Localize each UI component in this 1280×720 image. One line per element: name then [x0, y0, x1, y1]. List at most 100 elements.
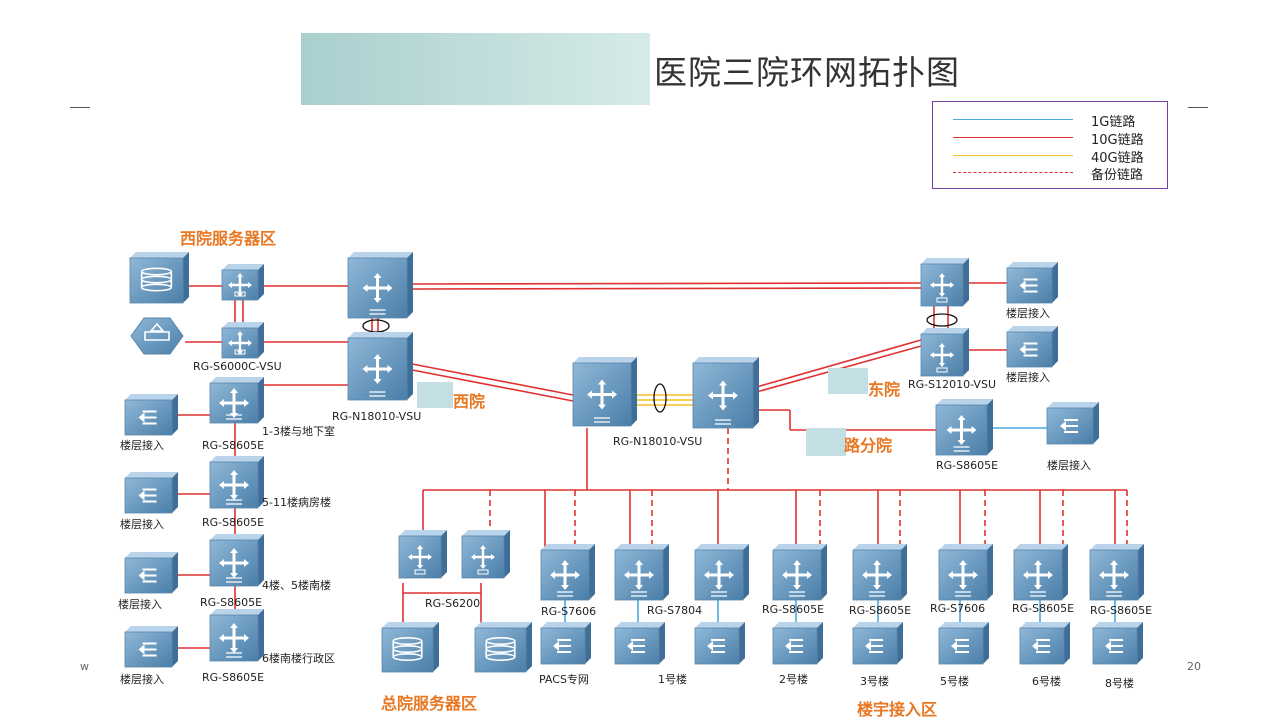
label-building-switch-2: RG-S7804 — [647, 604, 703, 617]
building-access-4 — [852, 622, 903, 665]
west-access-switch-2 — [209, 456, 264, 509]
label-building-switch-5: RG-S7606 — [930, 602, 986, 615]
blurred-label-west — [417, 382, 453, 408]
label-building-2: 1号楼 — [658, 673, 687, 686]
label-west-floor-access-4: 楼层接入 — [120, 673, 164, 686]
zone-branch: 路分院 — [844, 436, 893, 455]
label-west-vsu: RG-S6000C-VSU — [193, 360, 282, 373]
west-floor-access-2 — [124, 472, 178, 514]
west-vsu-switch-2 — [221, 322, 264, 359]
building-access-3 — [772, 622, 823, 665]
label-building-switch-6: RG-S8605E — [1012, 602, 1075, 615]
legend-item-backup: 备份链路 — [933, 164, 1167, 183]
title-rule-left — [70, 107, 90, 108]
title-band — [301, 33, 650, 105]
label-west-floor-access-1: 楼层接入 — [120, 439, 164, 452]
zone-east: 东院 — [868, 380, 901, 399]
label-east-floor-access-2: 楼层接入 — [1006, 371, 1050, 384]
label-center-core: RG-N18010-VSU — [613, 435, 703, 448]
legend-line-1g — [953, 119, 1073, 120]
link-19 — [406, 368, 574, 402]
blurred-label-east — [828, 368, 868, 394]
label-west-access-desc-3: 4楼、5楼南楼 — [262, 579, 331, 592]
west-floor-access-3 — [124, 552, 178, 594]
east-floor-access-1 — [1006, 262, 1058, 304]
link-23 — [752, 339, 922, 389]
label-branch-switch: RG-S8605E — [936, 459, 999, 472]
label-west-access-model-3: RG-S8605E — [200, 596, 263, 609]
label-building-6: 6号楼 — [1032, 675, 1061, 688]
label-west-access-model-2: RG-S8605E — [202, 516, 265, 529]
west-server-storage — [129, 252, 189, 304]
label-building-1: PACS专网 — [539, 673, 589, 686]
label-west-floor-access-3: 楼层接入 — [118, 598, 162, 611]
legend-item-1g: 1G链路 — [933, 111, 1167, 130]
label-west-access-desc-2: 5-11楼病房楼 — [262, 496, 331, 509]
building-switch-2 — [694, 544, 749, 601]
east-floor-access-2 — [1006, 326, 1058, 368]
building-switch-1 — [614, 544, 669, 601]
building-switch-7 — [1089, 544, 1144, 601]
footer-mark: w — [80, 660, 89, 673]
ring-east-vsu — [926, 313, 958, 327]
west-floor-access-1 — [124, 394, 178, 436]
label-building-switch-3: RG-S8605E — [762, 603, 825, 616]
label-east-vsu: RG-S12010-VSU — [908, 378, 996, 391]
branch-switch — [935, 399, 993, 456]
building-access-5 — [938, 622, 989, 665]
west-vsu-switch-1 — [221, 264, 264, 301]
legend-line-40g — [953, 155, 1073, 156]
legend-line-backup — [953, 172, 1073, 173]
label-building-5: 5号楼 — [940, 675, 969, 688]
main-server-storage-1 — [381, 622, 439, 673]
building-access-6 — [1019, 622, 1070, 665]
center-core-2 — [692, 357, 759, 429]
label-building-switch-7: RG-S8605E — [1090, 604, 1153, 617]
label-building-7: 8号楼 — [1105, 677, 1134, 690]
link-18 — [406, 362, 574, 396]
label-west-access-desc-1: 1-3楼与地下室 — [262, 425, 335, 438]
west-access-switch-1 — [209, 377, 264, 424]
zone-building-access: 楼宇接入区 — [857, 700, 938, 719]
center-core-1 — [572, 357, 637, 427]
link-9 — [406, 287, 922, 290]
building-switch-0 — [540, 544, 595, 601]
legend-label-40g: 40G链路 — [1091, 151, 1144, 166]
label-building-3: 2号楼 — [779, 673, 808, 686]
ring-center-core — [653, 383, 667, 413]
west-core-2 — [347, 332, 413, 401]
building-access-7 — [1092, 622, 1143, 665]
label-building-4: 3号楼 — [860, 675, 889, 688]
zone-main-server: 总院服务器区 — [381, 694, 478, 713]
building-switch-4 — [852, 544, 907, 601]
legend: 1G链路 10G链路 40G链路 备份链路 — [932, 101, 1168, 189]
label-west-access-model-1: RG-S8605E — [202, 439, 265, 452]
label-west-access-model-4: RG-S8605E — [202, 671, 265, 684]
west-access-switch-4 — [209, 609, 264, 662]
legend-line-10g — [953, 137, 1073, 138]
building-switch-5 — [938, 544, 993, 601]
main-server-switch-2 — [461, 530, 510, 579]
label-west-floor-access-2: 楼层接入 — [120, 518, 164, 531]
legend-label-backup: 备份链路 — [1091, 168, 1144, 183]
blurred-label-branch — [806, 428, 846, 456]
label-building-switch-1: RG-S7606 — [541, 605, 597, 618]
building-switch-3 — [772, 544, 827, 601]
label-main-server-switch: RG-S6200 — [425, 597, 481, 610]
building-switch-6 — [1013, 544, 1068, 601]
east-vsu-switch-1 — [920, 258, 969, 307]
main-server-storage-2 — [474, 622, 532, 673]
label-branch-floor-access: 楼层接入 — [1047, 459, 1091, 472]
title-rule-right — [1188, 107, 1208, 108]
label-west-access-desc-4: 6楼南楼行政区 — [262, 652, 335, 665]
legend-label-1g: 1G链路 — [1091, 115, 1136, 130]
building-access-2 — [694, 622, 745, 665]
legend-item-40g: 40G链路 — [933, 147, 1167, 166]
link-8 — [406, 282, 922, 285]
page-number: 20 — [1187, 660, 1201, 673]
branch-floor-access — [1046, 402, 1099, 445]
legend-label-10g: 10G链路 — [1091, 133, 1144, 148]
west-core-1 — [347, 252, 413, 319]
